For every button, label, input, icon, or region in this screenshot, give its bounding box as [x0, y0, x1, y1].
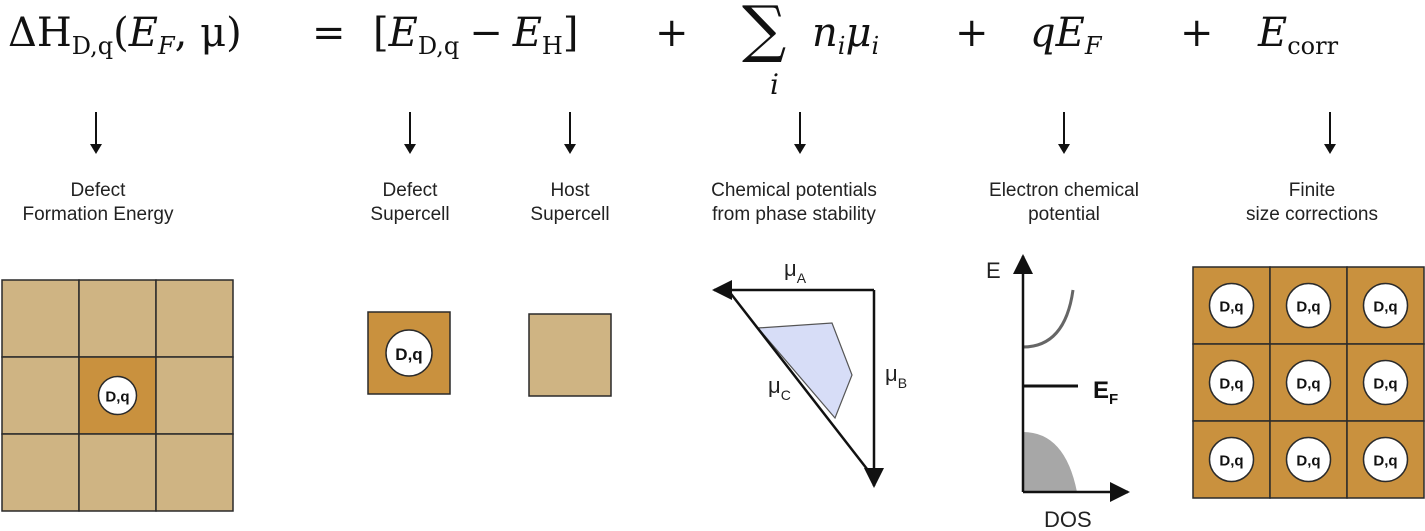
arrow-finite-size — [1324, 112, 1336, 154]
defect-site — [1285, 436, 1332, 483]
host-cell — [155, 356, 234, 435]
arrow-chem-potentials — [794, 112, 806, 154]
defect-site — [1285, 282, 1332, 329]
density-of-states-diagram: E DOS EF — [986, 254, 1130, 531]
equation-energy-difference: [ED,q−EH] — [373, 10, 579, 60]
arrow-formation — [90, 112, 102, 154]
equation-lhs: ΔHD,q(EF, μ) — [8, 10, 242, 60]
arrow-host-supercell — [564, 112, 576, 154]
defect-cell — [1192, 420, 1271, 499]
defect-cell — [1346, 420, 1425, 499]
stability-region — [756, 322, 853, 420]
conduction-band-curve — [1022, 289, 1075, 349]
energy-axis-label: E — [986, 258, 1001, 283]
dos-axis-label: DOS — [1044, 507, 1092, 531]
axis-mu-c — [727, 289, 875, 479]
host-supercell-figure — [528, 313, 612, 397]
defect-site — [1362, 282, 1409, 329]
equation-fermi-term: qEF — [1030, 10, 1102, 60]
defect-site-label: D,q — [1219, 453, 1243, 470]
defect-site-label: D,q — [395, 345, 422, 364]
defect-formation-supercell: D,q — [1, 279, 234, 512]
host-cell — [78, 433, 157, 512]
defect-supercell-figure: D,q — [367, 311, 451, 395]
defect-site-label: D,q — [1373, 376, 1397, 393]
defect-site — [1362, 436, 1409, 483]
mu-c-label: μC — [768, 373, 791, 403]
defect-site-label: D,q — [1296, 453, 1320, 470]
mu-b-label: μB — [885, 361, 907, 391]
defect-site-label: D,q — [1296, 376, 1320, 393]
defect-site — [1362, 359, 1409, 406]
host-cell — [78, 279, 157, 358]
equation-sum-term: niμi — [812, 10, 880, 60]
defect-site — [1208, 436, 1255, 483]
arrow-electron-chem — [1058, 112, 1070, 154]
chemical-potential-triangle: μA μB μC — [712, 256, 907, 488]
defect-site-label: D,q — [1219, 299, 1243, 316]
equation-plus-3: + — [1180, 10, 1214, 56]
defect-site-label: D,q — [1296, 299, 1320, 316]
defect-site-label: D,q — [1219, 376, 1243, 393]
arrow-defect-supercell — [404, 112, 416, 154]
host-cell — [1, 356, 80, 435]
equation-sum-symbol: ∑ — [742, 0, 787, 65]
mu-a-label: μA — [784, 256, 807, 286]
defect-site — [1208, 282, 1255, 329]
host-cell — [1, 279, 80, 358]
host-cell — [155, 279, 234, 358]
equation-plus-2: + — [955, 10, 989, 56]
fermi-level-label: EF — [1093, 377, 1118, 408]
equation-correction-term: Ecorr — [1258, 10, 1339, 60]
valence-band-fill — [1023, 432, 1077, 492]
equation-sum-index: i — [770, 68, 779, 101]
defect-site-label: D,q — [1373, 453, 1397, 470]
equation-equals: = — [312, 10, 346, 56]
host-cell — [155, 433, 234, 512]
defect-site — [1208, 359, 1255, 406]
equation-plus-1: + — [655, 10, 689, 56]
defect-site — [1285, 359, 1332, 406]
defect-site — [97, 375, 138, 416]
defect-site-label: D,q — [105, 389, 129, 406]
defect-site — [385, 329, 433, 377]
defect-site-label: D,q — [1373, 299, 1397, 316]
host-cell — [1, 433, 80, 512]
